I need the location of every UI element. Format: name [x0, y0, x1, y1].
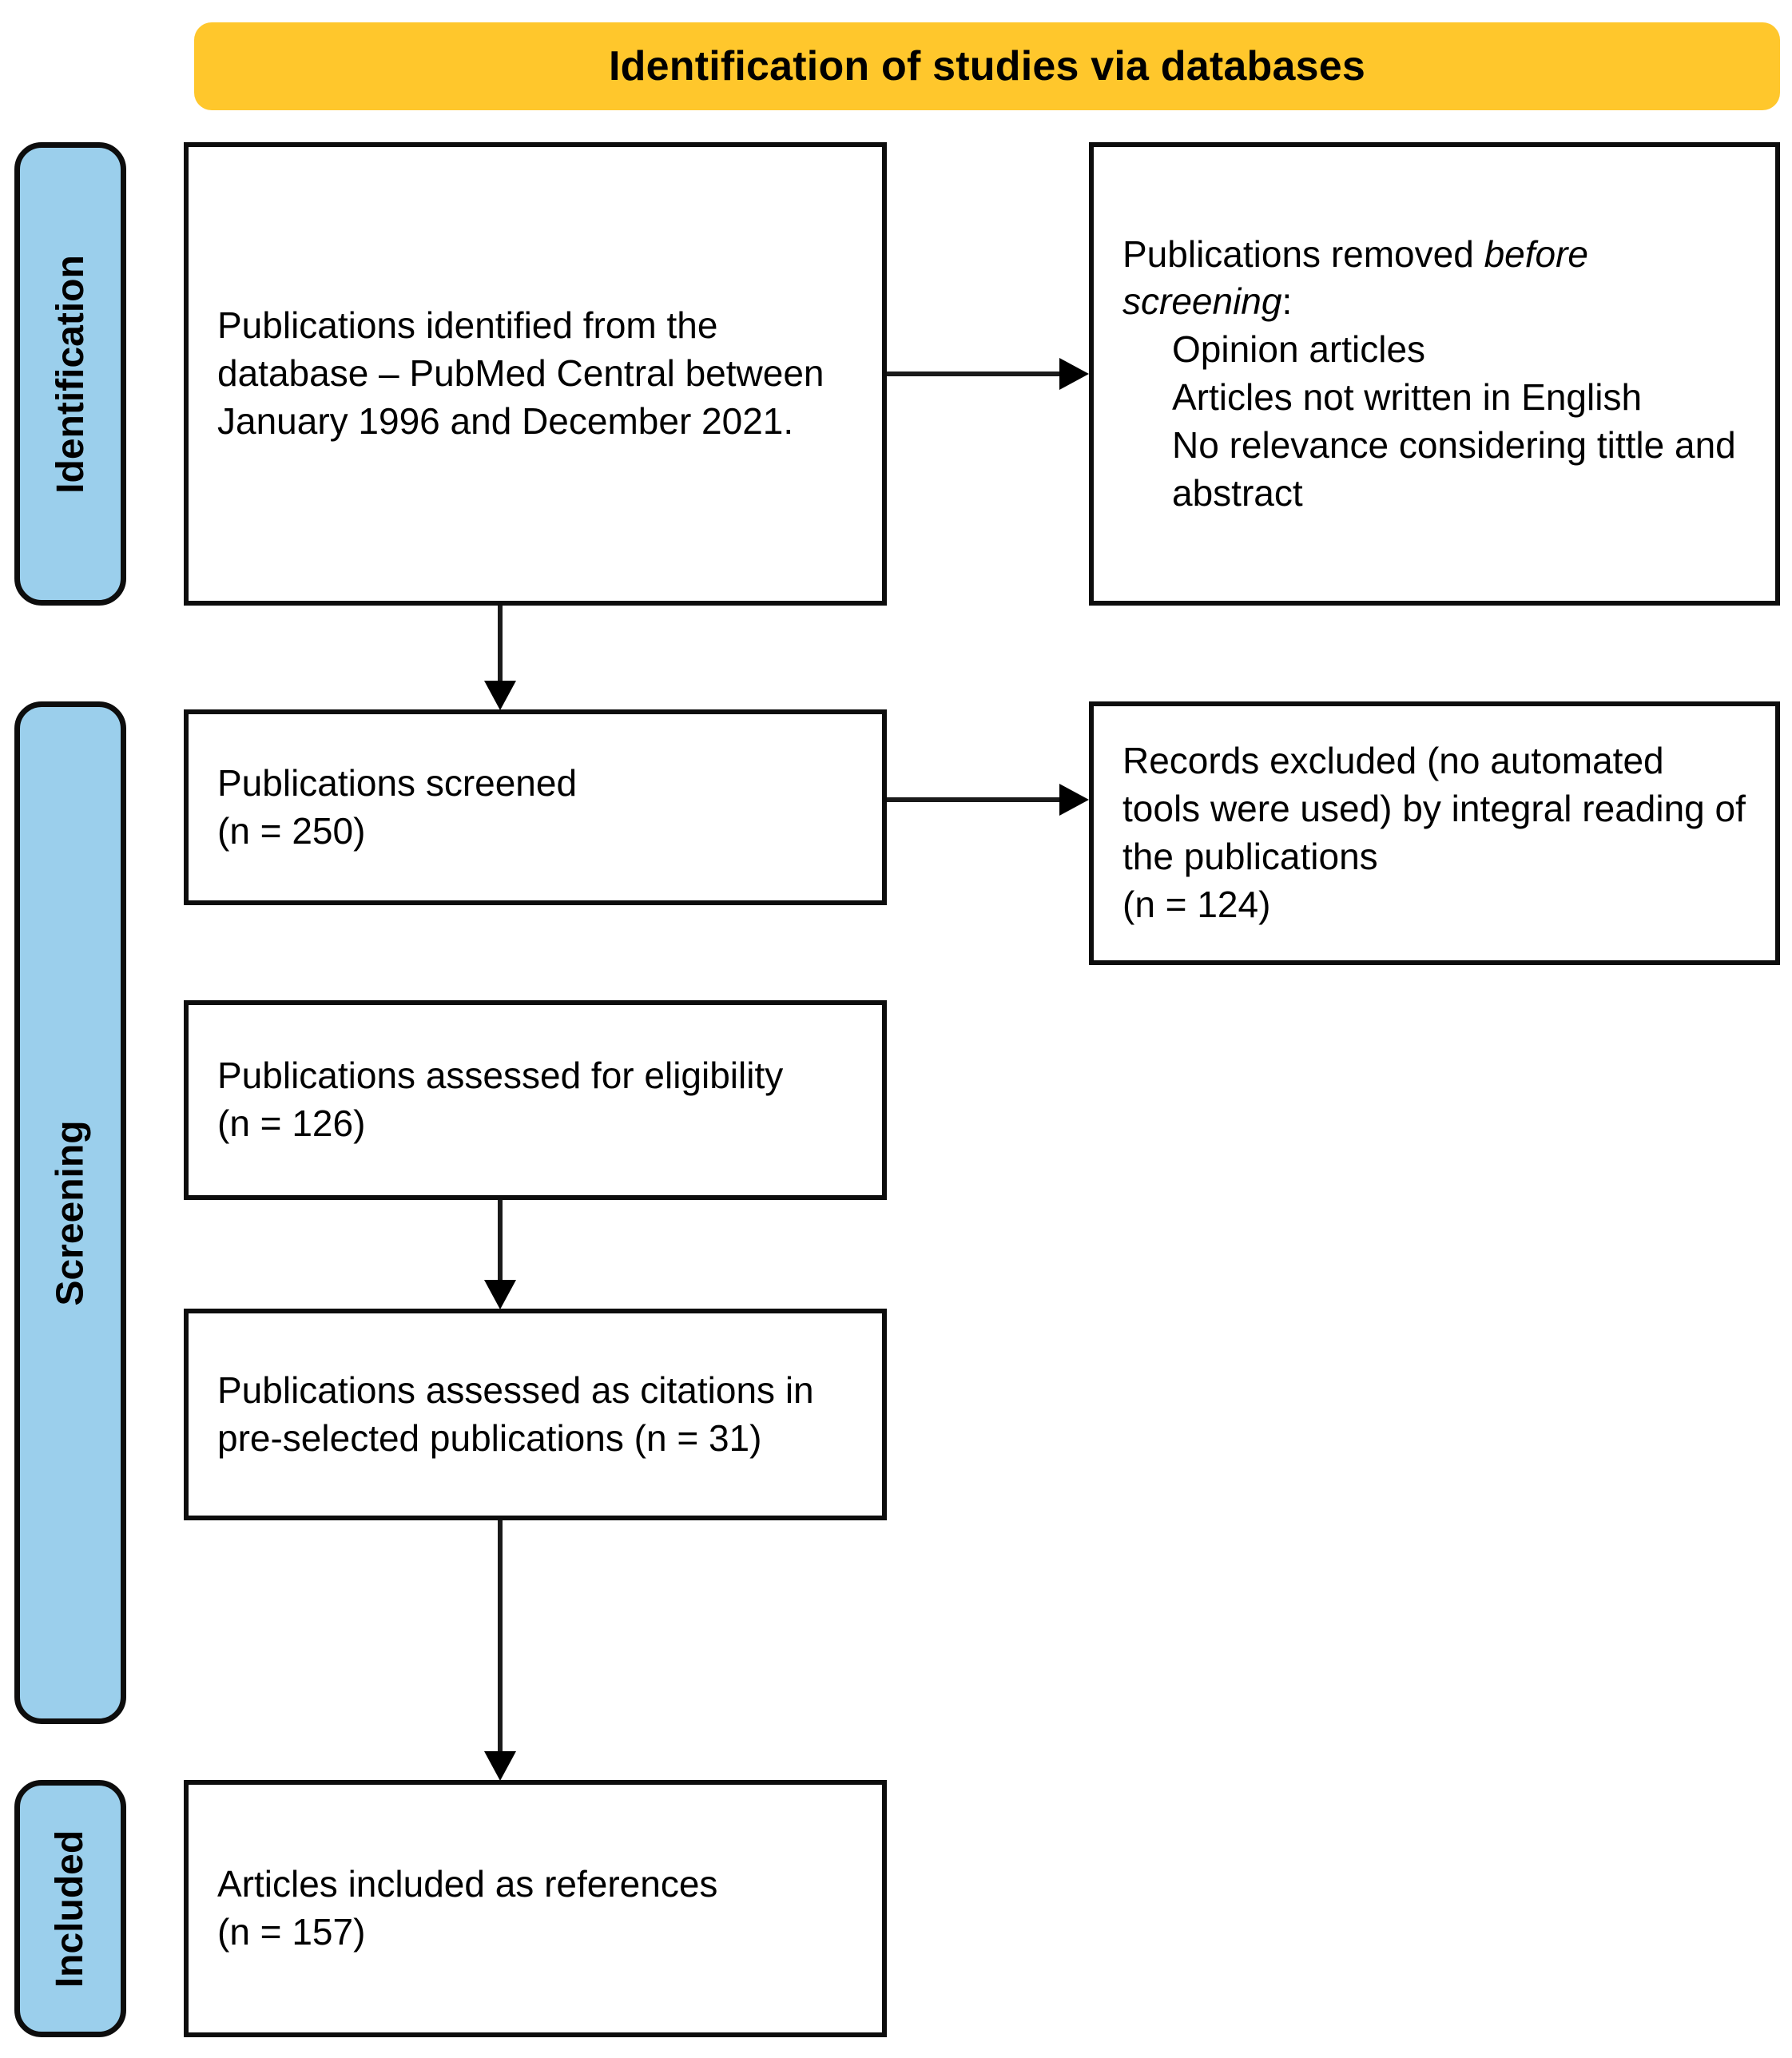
stage-label-included-text: Included [49, 1830, 92, 1988]
removed-lead: Publications removed [1122, 232, 1484, 275]
box-assessed-as-citations-text: Publications assessed as citations in pr… [217, 1369, 814, 1459]
header-banner: Identification of studies via databases [194, 22, 1780, 110]
box-records-excluded-count: (n = 124) [1122, 883, 1271, 925]
box-articles-included-count: (n = 157) [217, 1911, 366, 1953]
stage-label-identification: Identification [14, 142, 126, 606]
box-publications-removed-text: Publications removed before screening: Op… [1122, 231, 1746, 518]
arrow-eligibility-to-citations-icon [479, 1200, 521, 1310]
box-publications-identified-text: Publications identified from the databas… [217, 304, 824, 442]
stage-label-identification-text: Identification [49, 254, 92, 494]
box-publications-removed: Publications removed before screening: Op… [1089, 142, 1780, 606]
removed-lead-colon: : [1281, 280, 1293, 323]
box-publications-screened-line1: Publications screened [217, 761, 578, 804]
arrow-identified-to-screened-icon [479, 606, 521, 711]
removed-lead-italic: before screening [1122, 232, 1589, 323]
stage-label-included: Included [14, 1780, 126, 2037]
stage-label-screening: Screening [14, 701, 126, 1724]
box-articles-included-line1: Articles included as references [217, 1863, 718, 1905]
removed-item-1: Articles not written in English [1172, 376, 1643, 418]
stage-label-screening-text: Screening [49, 1119, 92, 1306]
removed-item-0: Opinion articles [1172, 328, 1426, 371]
arrow-screened-to-excluded-icon [887, 779, 1091, 820]
box-publications-screened-count: (n = 250) [217, 809, 366, 852]
arrow-citations-to-included-icon [479, 1520, 521, 1782]
box-assessed-as-citations: Publications assessed as citations in pr… [184, 1309, 887, 1520]
arrow-identified-to-removed-icon [887, 353, 1091, 395]
box-assessed-for-eligibility-count: (n = 126) [217, 1102, 366, 1144]
box-records-excluded-line1: Records excluded (no automated tools wer… [1122, 740, 1746, 877]
box-assessed-for-eligibility: Publications assessed for eligibility (n… [184, 1000, 887, 1200]
box-articles-included: Articles included as references (n = 157… [184, 1780, 887, 2037]
box-publications-screened: Publications screened (n = 250) [184, 709, 887, 905]
box-records-excluded: Records excluded (no automated tools wer… [1089, 701, 1780, 965]
box-publications-identified: Publications identified from the databas… [184, 142, 887, 606]
header-title: Identification of studies via databases [609, 43, 1365, 89]
removed-item-2: No relevance considering tittle and abst… [1172, 423, 1736, 514]
box-assessed-for-eligibility-line1: Publications assessed for eligibility [217, 1055, 784, 1097]
